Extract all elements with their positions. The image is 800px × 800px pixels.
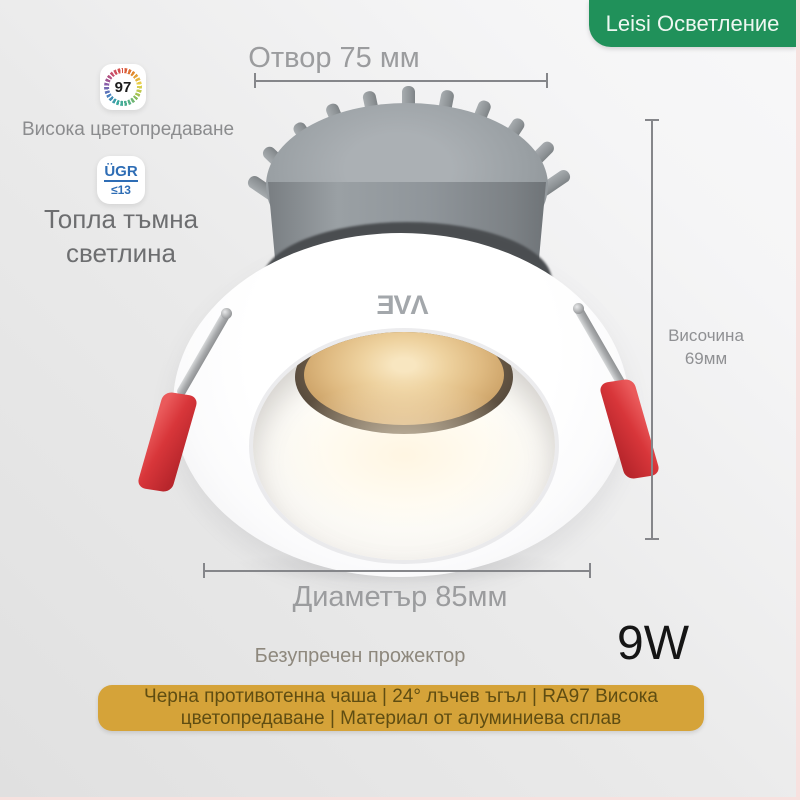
spec-banner-line1: Черна противотенна чаша | 24° лъчев ъгъл… bbox=[144, 686, 658, 707]
brand-badge-label: Leisi Осветление bbox=[605, 10, 780, 36]
spring-screw-right bbox=[573, 303, 584, 314]
diameter-dimension-tick-right bbox=[589, 563, 591, 578]
height-dimension-tick-bottom bbox=[645, 538, 659, 540]
right-edge-strip bbox=[796, 0, 800, 800]
brand-badge: Leisi Осветление bbox=[589, 0, 796, 47]
cri-97-icon: 97 bbox=[100, 64, 146, 110]
opening-dimension-label: Отвор 75 мм bbox=[248, 42, 420, 74]
height-dimension-line bbox=[651, 120, 653, 540]
height-dimension-word: Височина bbox=[668, 326, 744, 345]
ugr-icon: ÜGR ≤13 bbox=[97, 156, 145, 204]
opening-dimension-tick-left bbox=[254, 73, 256, 88]
ugr-icon-title: ÜGR bbox=[104, 162, 138, 182]
wattage-label: 9W bbox=[617, 617, 689, 670]
diameter-dimension-line bbox=[204, 570, 590, 572]
height-dimension-label: Височина 69мм bbox=[660, 324, 752, 370]
height-dimension-tick-top bbox=[645, 119, 659, 121]
warm-light-label: Топла тъмна светлина bbox=[43, 204, 199, 268]
cri-label: Висока цветопредаване bbox=[21, 119, 235, 140]
ugr-icon-value: ≤13 bbox=[111, 182, 131, 197]
height-dimension-value: 69мм bbox=[684, 349, 728, 368]
light-opening bbox=[253, 332, 555, 560]
diameter-dimension-tick-left bbox=[203, 563, 205, 578]
spring-screw-left bbox=[221, 308, 232, 319]
tagline: Безупречен прожектор bbox=[254, 645, 466, 667]
spec-banner-line2: цветопредаване | Материал от алуминиева … bbox=[180, 708, 622, 729]
warm-glow bbox=[269, 380, 539, 530]
opening-dimension-tick-right bbox=[546, 73, 548, 88]
diameter-dimension-label: Диаметър 85мм bbox=[292, 581, 508, 613]
bottom-edge-strip bbox=[0, 797, 800, 800]
brand-logo: ƎVΛ bbox=[376, 290, 428, 320]
opening-dimension-line bbox=[255, 80, 547, 82]
cri-value: 97 bbox=[109, 73, 137, 101]
spec-banner: Черна противотенна чаша | 24° лъчев ъгъл… bbox=[98, 685, 704, 731]
